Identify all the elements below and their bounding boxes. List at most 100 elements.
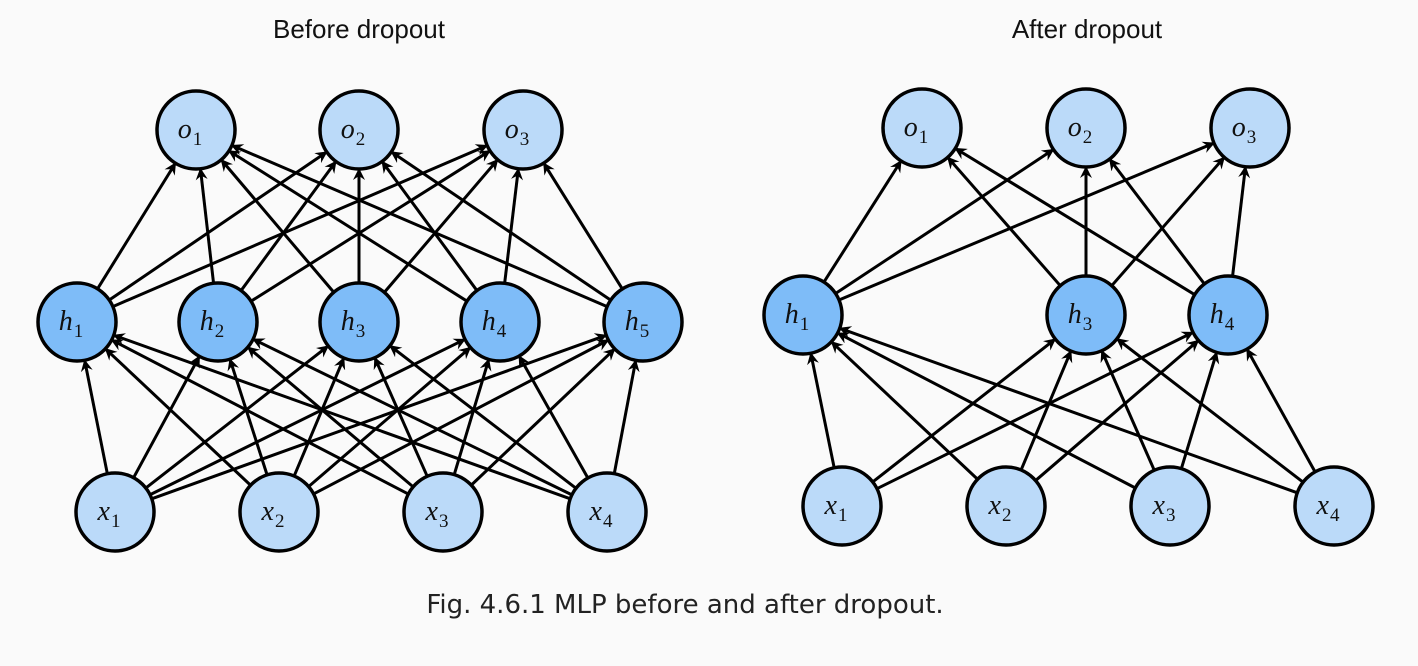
- node-label: h1: [59, 306, 84, 342]
- edge-before-h3-o1: [220, 158, 335, 294]
- node-circle: [801, 465, 883, 547]
- node-before-o1: o1: [155, 89, 237, 171]
- node-circle: [1187, 274, 1269, 356]
- edge-before-x3-h1: [110, 339, 410, 496]
- edge-after-x2-h1: [830, 341, 979, 481]
- edge-before-x3-h2: [247, 346, 415, 488]
- edge-after-x4-h4: [1246, 348, 1317, 473]
- node-circle: [318, 89, 400, 171]
- edge-after-x1-h4: [876, 331, 1194, 491]
- edge-after-x3-h3: [1100, 349, 1156, 471]
- edge-before-h1-o2: [108, 151, 328, 302]
- edge-after-x4-h3: [1116, 338, 1305, 484]
- edge-before-x2-h5: [312, 339, 610, 496]
- edge-before-x2-h3: [292, 357, 346, 477]
- node-circle: [482, 89, 564, 171]
- node-after-h3: h3: [1045, 274, 1127, 356]
- node-after-x3: x3: [1129, 465, 1211, 547]
- edge-after-h3-o1: [947, 156, 1062, 287]
- node-circle: [402, 471, 484, 553]
- node-circle: [1045, 87, 1127, 169]
- edge-after-h4-o1: [954, 147, 1196, 296]
- node-before-x3: x3: [402, 471, 484, 553]
- edge-after-x2-h3: [1019, 350, 1073, 471]
- edge-before-h2-o3: [250, 150, 491, 303]
- edge-before-h3-o3: [383, 158, 499, 294]
- node-before-h3: h3: [318, 281, 400, 363]
- node-circle: [177, 281, 259, 363]
- edge-before-h2-o2: [239, 160, 337, 292]
- edge-after-h1-o3: [838, 141, 1215, 302]
- edge-before-x4-h2: [252, 338, 573, 497]
- node-after-x1: x1: [801, 465, 883, 547]
- node-after-o2: o2: [1045, 87, 1127, 169]
- edge-before-x1-h2: [132, 355, 201, 479]
- node-circle: [566, 471, 648, 553]
- edge-before-x1-h3: [144, 345, 330, 490]
- node-circle: [881, 87, 963, 169]
- node-circle: [602, 281, 684, 363]
- node-after-x4: x4: [1293, 465, 1375, 547]
- edge-before-x2-h1: [104, 348, 252, 487]
- node-circle: [1129, 465, 1211, 547]
- node-circle: [36, 281, 118, 363]
- edge-after-h4-o3: [1231, 165, 1251, 277]
- edge-before-x4-h3: [389, 345, 577, 490]
- edge-after-h3-o3: [1110, 156, 1225, 287]
- node-after-h4: h4: [1187, 274, 1269, 356]
- edge-after-x1-h3: [871, 338, 1057, 484]
- node-after-o3: o3: [1209, 87, 1291, 169]
- node-label: x4: [589, 496, 613, 532]
- edge-before-x3-h4: [452, 358, 492, 476]
- node-before-h1: h1: [36, 281, 118, 363]
- edge-before-x1-h4: [149, 338, 466, 497]
- edge-before-x2-h4: [307, 346, 472, 488]
- edge-before-x3-h3: [373, 356, 429, 477]
- node-before-x4: x4: [566, 471, 648, 553]
- node-before-h5: h5: [602, 281, 684, 363]
- edge-after-x3-h4: [1179, 351, 1220, 470]
- node-circle: [318, 281, 400, 363]
- node-circle: [965, 465, 1047, 547]
- edge-before-h4-o1: [228, 150, 468, 303]
- node-after-h1: h1: [762, 274, 844, 356]
- node-circle: [238, 471, 320, 553]
- edge-before-x4-h5: [612, 359, 640, 474]
- node-circle: [155, 89, 237, 171]
- edge-after-x2-h4: [1034, 339, 1200, 482]
- node-circle: [1293, 465, 1375, 547]
- panel-title-after: After dropout: [1012, 14, 1163, 44]
- edge-before-x1-h1: [80, 359, 109, 475]
- node-before-x2: x2: [238, 471, 320, 553]
- edge-after-h4-o2: [1108, 158, 1206, 285]
- edge-before-h5-o3: [542, 162, 624, 290]
- edge-after-h1-o1: [822, 160, 902, 283]
- edge-before-x3-h5: [470, 348, 616, 487]
- edge-before-h2-o1: [195, 167, 216, 284]
- node-before-h4: h4: [459, 281, 541, 363]
- node-circle: [1209, 87, 1291, 169]
- node-circle: [459, 281, 541, 363]
- node-after-x2: x2: [965, 465, 1047, 547]
- edge-before-h5-o1: [230, 144, 608, 308]
- edge-after-x1-h1: [807, 352, 836, 469]
- edge-before-x4-h1: [112, 333, 571, 501]
- edge-before-x4-h4: [518, 355, 590, 479]
- node-circle: [762, 274, 844, 356]
- edge-after-h1-o2: [834, 148, 1055, 295]
- figure-caption: Fig. 4.6.1 MLP before and after dropout.: [426, 590, 944, 620]
- node-before-o3: o3: [482, 89, 564, 171]
- edge-after-x4-h1: [838, 326, 1298, 495]
- node-circle: [74, 471, 156, 553]
- node-before-h2: h2: [177, 281, 259, 363]
- node-before-x1: x1: [74, 471, 156, 553]
- edge-before-h1-o1: [96, 162, 177, 290]
- node-after-o1: o1: [881, 87, 963, 169]
- node-label: o1: [178, 114, 203, 150]
- edge-before-h5-o2: [390, 151, 612, 302]
- node-label: h3: [341, 306, 366, 342]
- panel-title-before: Before dropout: [273, 14, 446, 44]
- edge-after-x3-h1: [836, 332, 1137, 490]
- node-before-o2: o2: [318, 89, 400, 171]
